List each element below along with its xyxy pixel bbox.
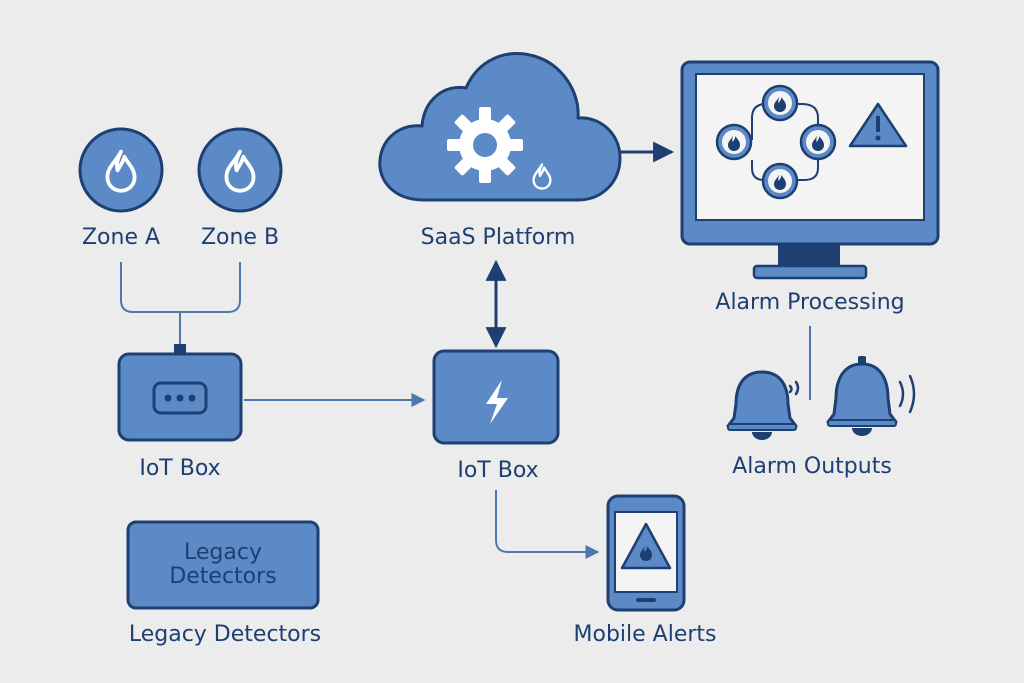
connector-zones-to-iot-left — [120, 262, 241, 348]
zone-a-label: Zone A — [81, 225, 161, 250]
iot-box-left-node — [117, 352, 243, 442]
monitor-node — [680, 60, 940, 280]
gear-icon — [447, 107, 523, 183]
legacy-detectors-label: Legacy Detectors — [128, 622, 322, 647]
phone-node — [606, 494, 686, 612]
iot-box-center-label: IoT Box — [457, 458, 539, 483]
alarm-processing-label: Alarm Processing — [715, 290, 905, 315]
connector-plug — [174, 344, 186, 354]
lightning-icon — [486, 380, 508, 424]
zone-a-node — [78, 127, 164, 213]
iot-box-left-label: IoT Box — [139, 456, 221, 481]
arrow-iot-to-mobile — [495, 490, 600, 559]
saas-platform-label: SaaS Platform — [420, 225, 576, 250]
mobile-alerts-label: Mobile Alerts — [573, 622, 717, 647]
legacy-box-line1: Legacy — [184, 540, 262, 566]
workflow-node-left — [715, 123, 753, 161]
warning-icon — [848, 102, 908, 148]
warning-icon — [620, 522, 672, 570]
saas-cloud-node — [378, 52, 622, 202]
zone-b-node — [197, 127, 283, 213]
iot-box-center-node — [432, 349, 560, 445]
dots-icon — [152, 381, 208, 415]
workflow-node-right — [799, 123, 837, 161]
legacy-box-text: Legacy Detectors — [128, 522, 318, 608]
zone-b-label: Zone B — [200, 225, 280, 250]
workflow-node-top — [761, 84, 799, 122]
legacy-detectors-box — [126, 520, 320, 610]
legacy-box-line2: Detectors — [169, 564, 277, 589]
workflow-node-bottom — [761, 162, 799, 200]
bell-icon — [726, 370, 800, 440]
bell-icon — [826, 356, 916, 436]
alarm-outputs-label: Alarm Outputs — [732, 454, 892, 479]
